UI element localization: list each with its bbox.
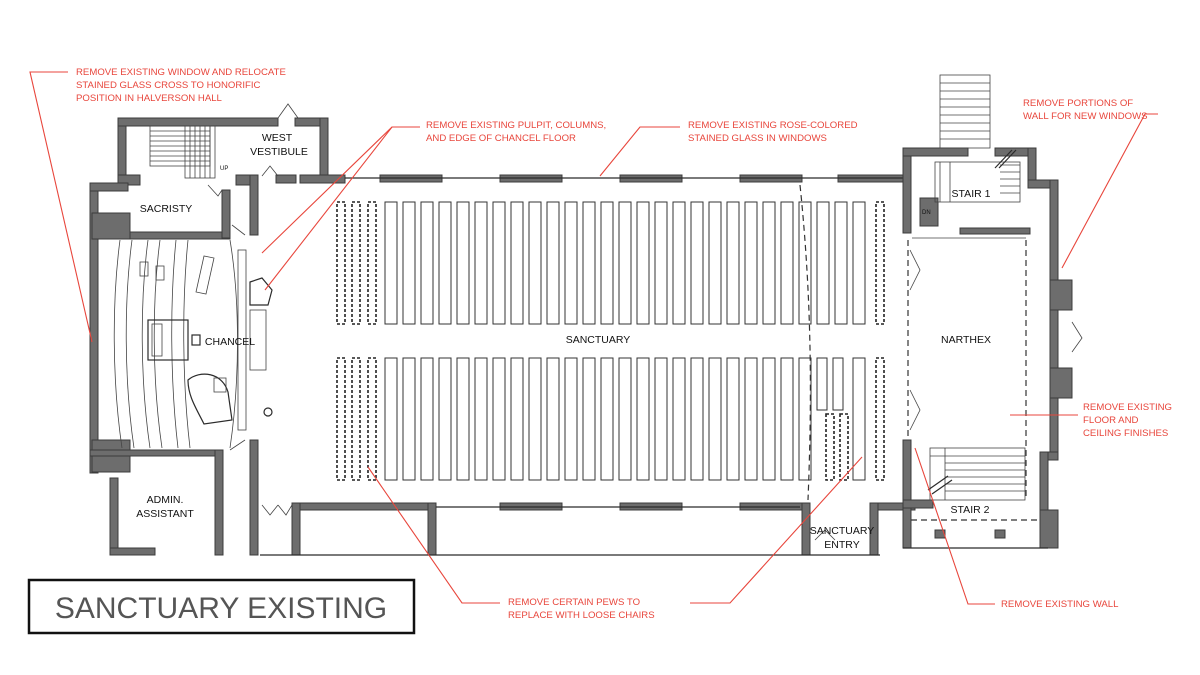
room-label-stair-1: STAIR 1 bbox=[952, 188, 991, 200]
annotation-note-floor-ceiling: REMOVE EXISTING FLOOR AND CEILING FINISH… bbox=[1083, 402, 1172, 439]
annotation-note-window-cross: REMOVE EXISTING WINDOW AND RELOCATE STAI… bbox=[76, 67, 286, 104]
west-stair bbox=[149, 125, 216, 179]
annotation-note-pulpit: REMOVE EXISTING PULPIT, COLUMNS, AND EDG… bbox=[426, 120, 606, 144]
room-label-up: UP bbox=[220, 166, 228, 172]
svg-text:CEILING FINISHES: CEILING FINISHES bbox=[1083, 428, 1168, 439]
sanctuary-walls bbox=[260, 174, 916, 556]
svg-text:STAINED GLASS IN WINDOWS: STAINED GLASS IN WINDOWS bbox=[688, 133, 827, 144]
svg-text:REMOVE EXISTING WINDOW AND REL: REMOVE EXISTING WINDOW AND RELOCATE bbox=[76, 67, 286, 78]
room-label-sanctuary: SANCTUARY bbox=[566, 334, 631, 346]
title-box bbox=[27, 578, 416, 635]
annotation-note-wall-portions: REMOVE PORTIONS OF WALL FOR NEW WINDOWS bbox=[1023, 98, 1148, 122]
room-label-admin-2: ASSISTANT bbox=[136, 508, 194, 520]
room-label-narthex: NARTHEX bbox=[941, 334, 991, 346]
svg-text:FLOOR AND: FLOOR AND bbox=[1083, 415, 1139, 426]
room-label-entry-2: ENTRY bbox=[824, 539, 859, 551]
stair-1-graphic bbox=[934, 74, 1021, 203]
west-wing-walls bbox=[89, 117, 346, 556]
svg-text:WALL FOR NEW WINDOWS: WALL FOR NEW WINDOWS bbox=[1023, 111, 1148, 122]
room-label-west-2: VESTIBULE bbox=[250, 146, 308, 158]
svg-text:REMOVE CERTAIN PEWS TO: REMOVE CERTAIN PEWS TO bbox=[508, 597, 640, 608]
room-label-dn: DN bbox=[922, 210, 931, 216]
room-label-west-1: WEST bbox=[262, 132, 293, 144]
room-label-sacristy: SACRISTY bbox=[140, 203, 193, 215]
east-wing-walls bbox=[902, 147, 1073, 549]
svg-text:STAINED GLASS CROSS TO HONORIF: STAINED GLASS CROSS TO HONORIFIC bbox=[76, 80, 261, 91]
interior-lines bbox=[799, 184, 1026, 501]
svg-text:REMOVE EXISTING PULPIT, COLUMN: REMOVE EXISTING PULPIT, COLUMNS, bbox=[426, 120, 606, 131]
room-label-entry-1: SANCTUARY bbox=[810, 525, 875, 537]
svg-text:REMOVE EXISTING ROSE-COLORED: REMOVE EXISTING ROSE-COLORED bbox=[688, 120, 858, 131]
svg-text:REMOVE EXISTING: REMOVE EXISTING bbox=[1083, 402, 1172, 413]
annotation-note-pews: REMOVE CERTAIN PEWS TO REPLACE WITH LOOS… bbox=[508, 597, 655, 621]
annotation-note-rose-glass: REMOVE EXISTING ROSE-COLORED STAINED GLA… bbox=[688, 120, 858, 144]
annotation-note-existing-wall: REMOVE EXISTING WALL bbox=[1001, 599, 1119, 610]
svg-text:REMOVE EXISTING WALL: REMOVE EXISTING WALL bbox=[1001, 599, 1119, 610]
room-label-stair-2: STAIR 2 bbox=[951, 504, 990, 516]
drawing-title: SANCTUARY EXISTING bbox=[55, 592, 387, 625]
svg-text:POSITION IN HALVERSON HALL: POSITION IN HALVERSON HALL bbox=[76, 93, 223, 104]
annotation-leaders bbox=[29, 71, 1158, 605]
svg-text:AND EDGE OF CHANCEL FLOOR: AND EDGE OF CHANCEL FLOOR bbox=[426, 133, 576, 144]
doors bbox=[207, 103, 1083, 541]
room-label-admin-1: ADMIN. bbox=[147, 494, 184, 506]
pews-south bbox=[336, 357, 885, 481]
pews-north bbox=[336, 201, 885, 325]
chancel-platform bbox=[113, 239, 273, 449]
room-labels: WEST VESTIBULE UP SACRISTY CHANCEL ADMIN… bbox=[136, 132, 991, 551]
room-label-chancel: CHANCEL bbox=[205, 336, 255, 348]
svg-text:REMOVE PORTIONS OF: REMOVE PORTIONS OF bbox=[1023, 98, 1133, 109]
svg-text:REPLACE WITH LOOSE CHAIRS: REPLACE WITH LOOSE CHAIRS bbox=[508, 610, 655, 621]
stair-2-graphic bbox=[927, 447, 1026, 501]
